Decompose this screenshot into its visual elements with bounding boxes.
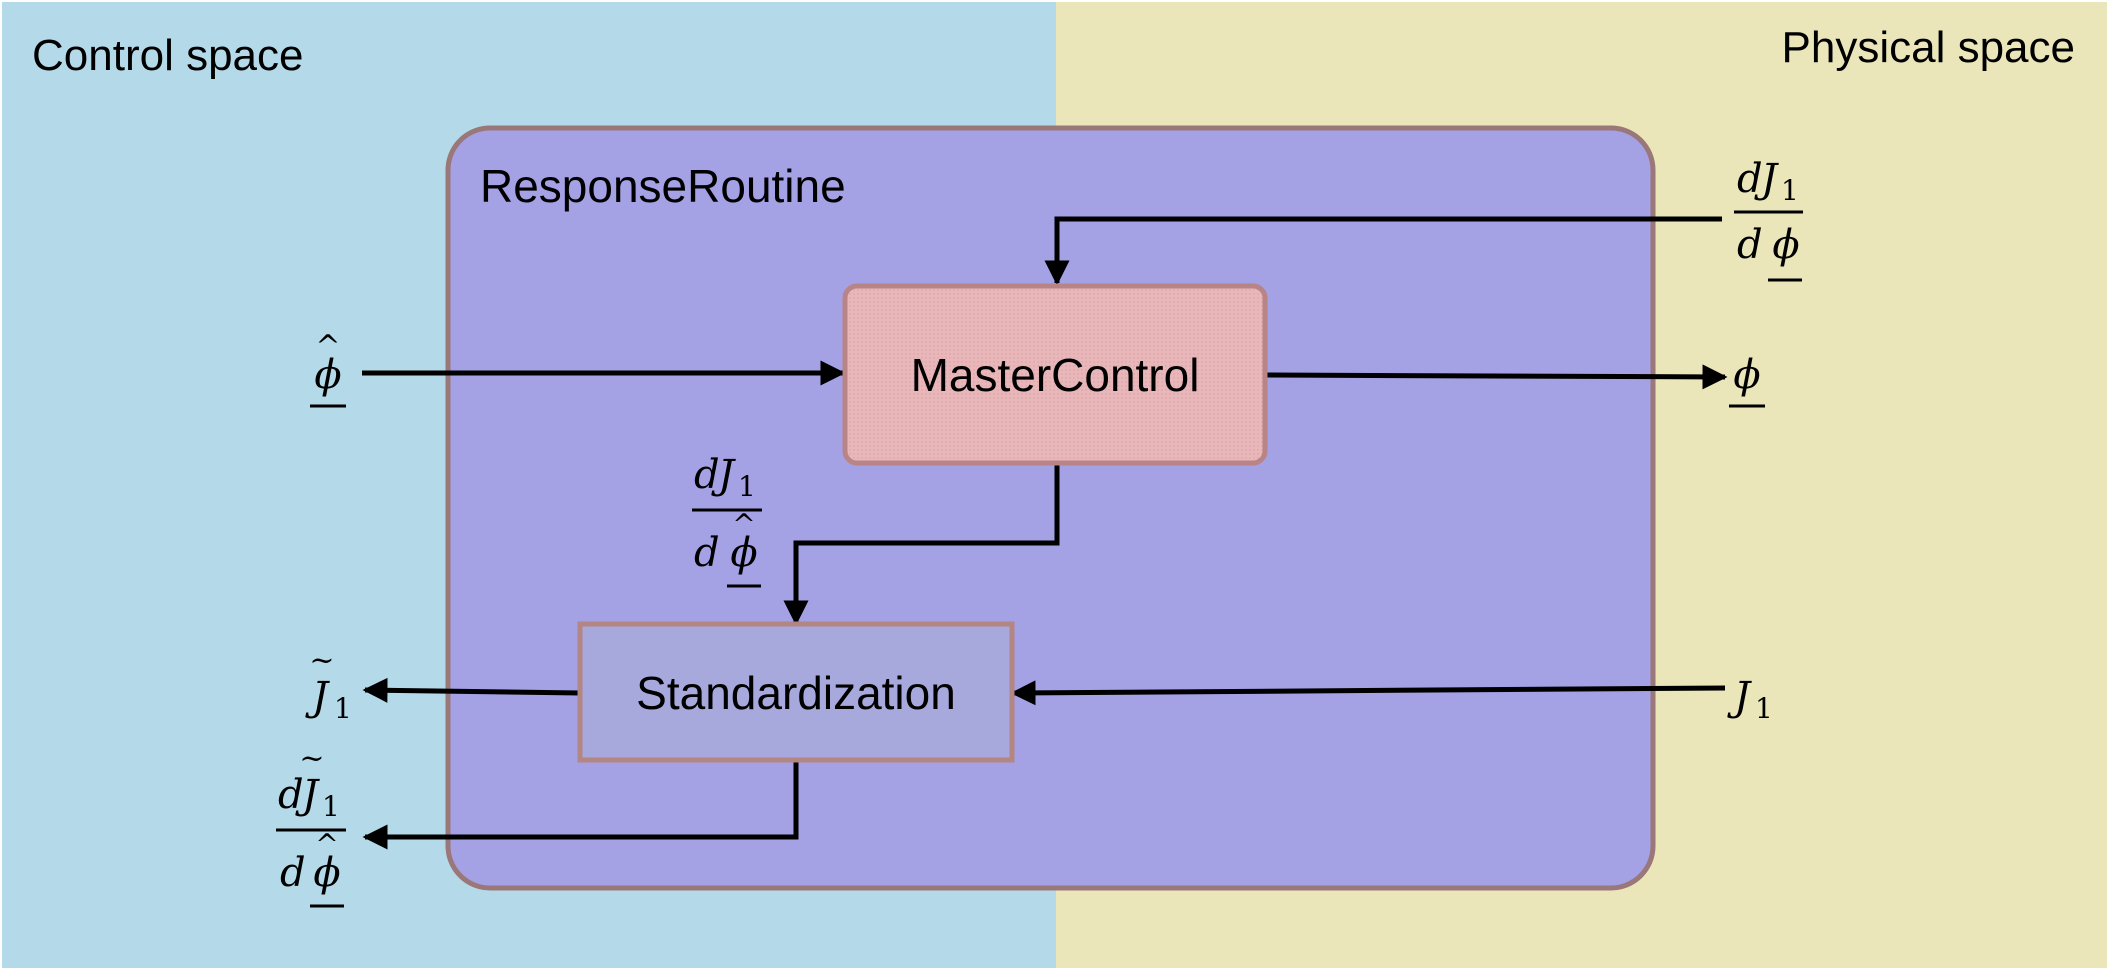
master-control-label: MasterControl	[911, 349, 1200, 401]
svg-text:~: ~	[309, 643, 334, 678]
svg-text:ϕ: ϕ	[730, 530, 757, 576]
svg-text:^: ^	[732, 508, 755, 541]
j1-input-arrow	[1010, 680, 1726, 706]
svg-text:d: d	[1737, 156, 1763, 202]
phi-output-symbol: ϕ	[1729, 352, 1765, 408]
svg-text:~: ~	[299, 741, 324, 776]
physical-space-label: Physical space	[1782, 23, 2075, 72]
dj1tilde-dphihat-fraction: d J ~ 1 d ϕ ^	[276, 741, 346, 908]
phi-hat-symbol: ϕ ^	[310, 329, 346, 408]
svg-text:ϕ: ϕ	[314, 352, 341, 398]
svg-text:^: ^	[315, 828, 338, 861]
dj1-dphi-fraction: d J 1 d ϕ	[1734, 156, 1803, 282]
dj1-dphihat-fraction: d J 1 d ϕ ^	[692, 452, 762, 588]
svg-text:d: d	[694, 452, 720, 498]
response-routine-title: ResponseRoutine	[480, 160, 846, 212]
phi-output-arrow	[1264, 364, 1728, 390]
svg-text:1: 1	[1781, 174, 1799, 207]
svg-text:ϕ: ϕ	[313, 850, 340, 896]
svg-text:1: 1	[738, 470, 756, 503]
svg-text:d: d	[278, 772, 304, 818]
response-routine-container	[445, 125, 1656, 891]
svg-text:1: 1	[322, 790, 340, 823]
dj1-dphi-input-arrow	[1044, 216, 1722, 286]
standardization-label: Standardization	[636, 667, 956, 719]
svg-text:ϕ: ϕ	[1733, 352, 1760, 398]
svg-text:d: d	[280, 850, 306, 896]
j1-input-symbol: J 1	[1727, 674, 1773, 725]
svg-text:1: 1	[334, 692, 352, 725]
svg-text:^: ^	[315, 329, 340, 364]
svg-text:d: d	[1737, 222, 1763, 268]
svg-text:ϕ: ϕ	[1772, 222, 1799, 268]
standardization-block	[577, 621, 1015, 763]
dj1tilde-dphihat-output-arrow	[362, 760, 799, 850]
control-space-label: Control space	[32, 31, 303, 80]
svg-text:1: 1	[1755, 692, 1773, 725]
master-control-block	[842, 283, 1268, 466]
svg-text:d: d	[694, 530, 720, 576]
dj1-dphihat-internal-arrow	[783, 463, 1060, 626]
j1-tilde-output-arrow	[362, 677, 581, 703]
